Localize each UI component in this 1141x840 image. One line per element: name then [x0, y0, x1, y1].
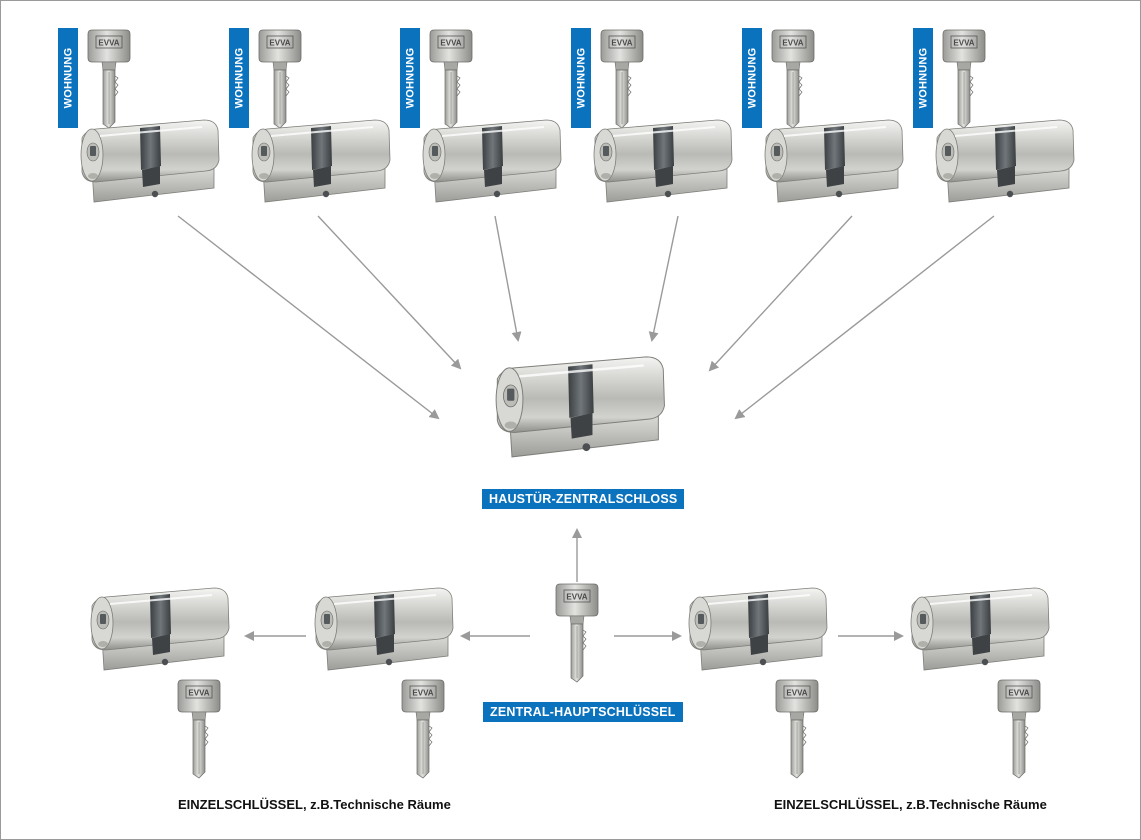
- apartment-key-2: [258, 29, 302, 129]
- apartment-cylinder-5: [764, 119, 904, 203]
- arrows-to-central-lock: [177, 215, 995, 420]
- single-lock-group-1: [90, 587, 230, 779]
- arrow-4: [648, 215, 679, 342]
- arrow-3: [494, 215, 522, 342]
- apartment-badge-1: WOHNUNG: [58, 28, 78, 128]
- single-key-4: [997, 679, 1041, 779]
- arrow-2: [317, 215, 462, 370]
- apartment-cylinder-1: [80, 119, 220, 203]
- arrow-5: [708, 215, 853, 372]
- central-front-door-cylinder: [494, 355, 666, 459]
- single-lock-group-4: [910, 587, 1050, 779]
- single-key-2: [401, 679, 445, 779]
- single-cylinder-4: [910, 587, 1050, 671]
- apartment-lock-group-6: [935, 29, 1075, 203]
- apartment-cylinder-3: [422, 119, 562, 203]
- apartment-badge-6: WOHNUNG: [913, 28, 933, 128]
- arrow-1: [177, 215, 440, 420]
- apartment-key-3: [429, 29, 473, 129]
- master-key: [555, 583, 599, 683]
- apartment-key-4: [600, 29, 644, 129]
- apartment-lock-group-3: [422, 29, 562, 203]
- apartment-lock-group-4: [593, 29, 733, 203]
- single-lock-group-3: [688, 587, 828, 779]
- apartment-badge-5: WOHNUNG: [742, 28, 762, 128]
- apartment-key-6: [942, 29, 986, 129]
- single-lock-group-2: [314, 587, 454, 779]
- apartment-lock-group-5: [764, 29, 904, 203]
- single-key-1: [177, 679, 221, 779]
- single-key-3: [775, 679, 819, 779]
- apartment-badge-2: WOHNUNG: [229, 28, 249, 128]
- apartment-cylinder-4: [593, 119, 733, 203]
- single-keys-caption-left: EINZELSCHLÜSSEL, z.B.Technische Räume: [178, 797, 451, 812]
- apartment-badge-3: WOHNUNG: [400, 28, 420, 128]
- single-cylinder-1: [90, 587, 230, 671]
- single-keys-caption-right: EINZELSCHLÜSSEL, z.B.Technische Räume: [774, 797, 1047, 812]
- apartment-key-1: [87, 29, 131, 129]
- arrow-6: [734, 215, 995, 420]
- apartment-cylinder-6: [935, 119, 1075, 203]
- single-cylinder-3: [688, 587, 828, 671]
- master-key-badge: ZENTRAL-HAUPTSCHLÜSSEL: [483, 702, 683, 722]
- single-cylinder-2: [314, 587, 454, 671]
- apartment-lock-group-2: [251, 29, 391, 203]
- apartment-cylinder-2: [251, 119, 391, 203]
- apartment-badge-4: WOHNUNG: [571, 28, 591, 128]
- central-lock-badge: HAUSTÜR-ZENTRALSCHLOSS: [482, 489, 685, 509]
- master-key-group: [555, 583, 599, 683]
- apartment-key-5: [771, 29, 815, 129]
- apartment-lock-group-1: [80, 29, 220, 203]
